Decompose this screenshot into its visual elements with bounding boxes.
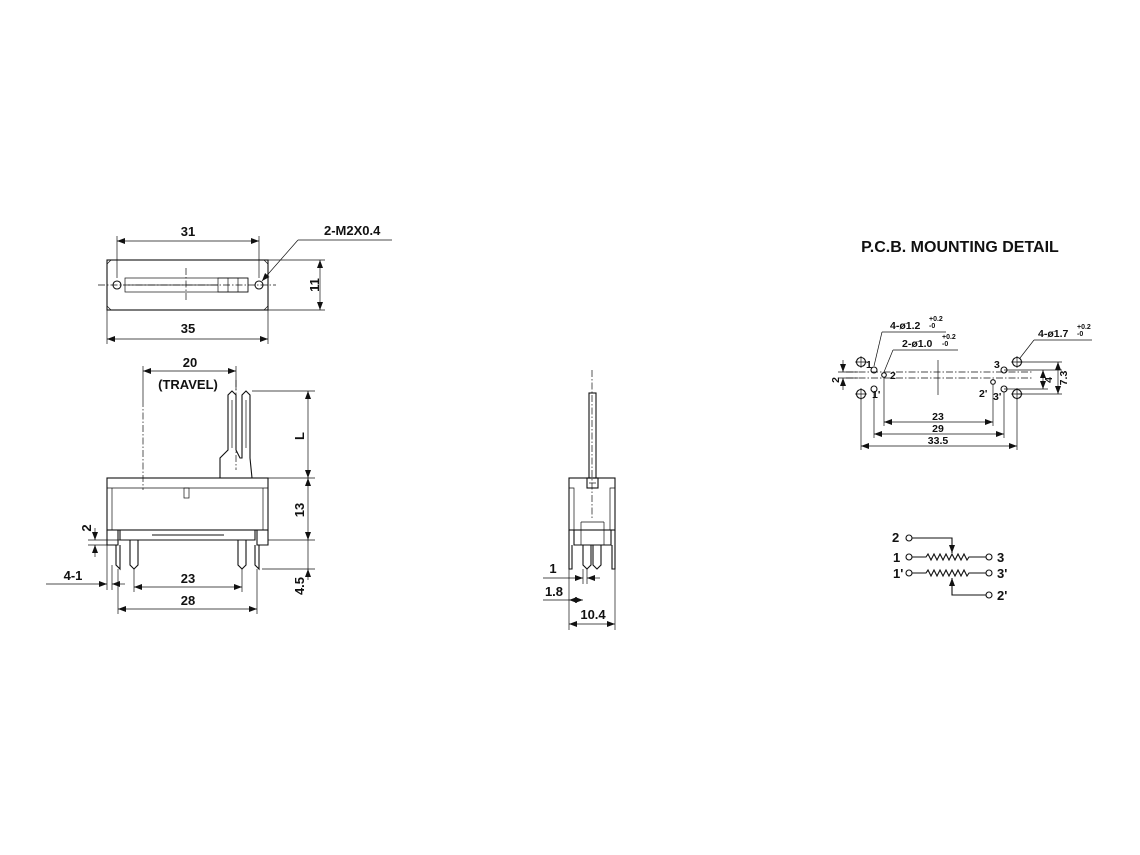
dim-4-5: 4.5 (292, 577, 307, 595)
mount-hole-right (254, 280, 264, 290)
dim-4-1: 4-1 (64, 568, 83, 583)
dim-10-4: 10.4 (580, 607, 606, 622)
side-pin-c (611, 545, 616, 570)
hole-callout: 2-M2X0.4 (324, 223, 381, 238)
pcb-pin-1p: 1' (872, 389, 880, 401)
side-body (568, 477, 616, 531)
pin-left (129, 540, 139, 570)
callout-4-d17-tol: +0.2 (1077, 324, 1091, 331)
sch-pin-2: 2 (892, 530, 899, 545)
dim-1-8: 1.8 (545, 584, 563, 599)
dim-2: 2 (79, 524, 94, 531)
callout-4-d17-tol-lo: -0 (1077, 331, 1083, 338)
pcb-pin-2: 2 (890, 370, 896, 382)
sch-pin-1: 1 (893, 550, 900, 565)
side-pin-a (582, 545, 592, 570)
side-pin-b (592, 545, 602, 570)
side-view: 1 1.8 10.4 (543, 370, 616, 630)
callout-4-d12: 4-ø1.2 (890, 320, 921, 332)
sch-pin-1p: 1' (893, 566, 903, 581)
dim-travel: 20 (183, 355, 197, 370)
mount-hole-left (112, 280, 122, 290)
dim-L: L (292, 432, 307, 440)
dim-11: 11 (307, 278, 322, 292)
front-view: 20 (TRAVEL) L 13 4.5 2 4-1 23 (46, 355, 315, 614)
resistor-2 (912, 568, 986, 578)
front-view-body (106, 477, 269, 531)
dim-23: 23 (181, 571, 195, 586)
dim-31: 31 (181, 224, 195, 239)
pcb-dim-7-3: 7.3 (1058, 371, 1070, 386)
callout-2-d10-tol-lo: -0 (942, 341, 948, 348)
pcb-pin-2p: 2' (979, 388, 987, 400)
sch-pin-3p: 3' (997, 566, 1007, 581)
sch-pin-3: 3 (997, 550, 1004, 565)
pcb-dim-2: 2 (830, 377, 842, 383)
side-lever (588, 392, 597, 479)
pcb-dim-23: 23 (932, 411, 944, 423)
callout-4-d17: 4-ø1.7 (1038, 328, 1069, 340)
pcb-mounting-detail: P.C.B. MOUNTING DETAIL 1 2 3 1' 2' 3' 4-… (830, 239, 1092, 450)
dim-28: 28 (181, 593, 195, 608)
callout-2-d10: 2-ø1.0 (902, 338, 933, 350)
slider-lever (219, 390, 253, 479)
pcb-dim-4: 4 (1043, 377, 1055, 383)
callout-4-d12-tol-lo: -0 (929, 323, 935, 330)
resistor-1 (912, 552, 986, 562)
callout-2-d10-tol: +0.2 (942, 334, 956, 341)
dim-35: 35 (181, 321, 195, 336)
pin-right (237, 540, 247, 570)
pcb-dim-33-5: 33.5 (928, 435, 949, 447)
callout-4-d12-tol: +0.2 (929, 316, 943, 323)
top-view: 31 35 11 2-M2X0.4 (98, 223, 392, 344)
circuit-schematic: 2 1 3 1' 3' 2' (892, 530, 1007, 603)
pin-left-outer (115, 545, 121, 571)
dim-1: 1 (549, 561, 556, 576)
pcb-pin-3: 3 (994, 359, 1000, 371)
wiper-2 (949, 578, 986, 596)
sch-pin-2p: 2' (997, 588, 1007, 603)
wiper-1 (912, 537, 955, 553)
pcb-pin-3p: 3' (993, 391, 1001, 403)
travel-label: (TRAVEL) (158, 377, 218, 392)
pcb-pin-1: 1 (866, 359, 872, 371)
dim-13: 13 (292, 503, 307, 517)
pcb-title: P.C.B. MOUNTING DETAIL (861, 239, 1059, 256)
pin-right-outer (254, 545, 260, 571)
pcb-dim-29: 29 (932, 423, 944, 435)
